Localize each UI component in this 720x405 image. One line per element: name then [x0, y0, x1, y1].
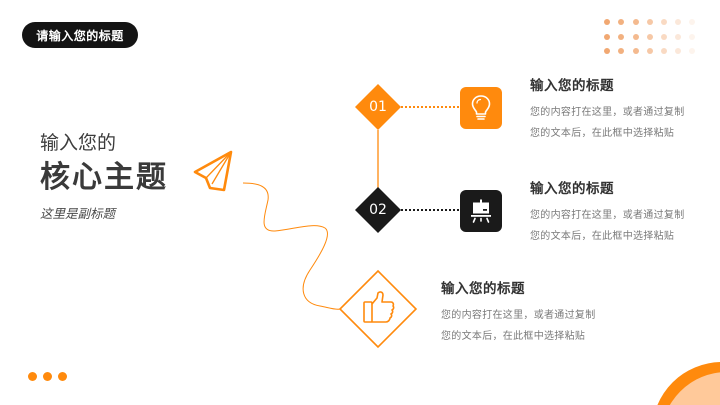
step-02-diamond	[355, 187, 401, 233]
step-01-line-1: 您的内容打在这里，或者通过复制	[530, 107, 685, 118]
step-02-line-2: 您的文本后，在此框中选择粘贴	[530, 231, 675, 242]
grid-dot	[675, 48, 681, 54]
grid-dot	[647, 48, 653, 54]
grid-dot	[633, 34, 639, 40]
step-01-number: 01	[369, 99, 387, 115]
grid-dot	[689, 19, 695, 25]
hero-subtitle: 这里是副标题	[40, 206, 116, 221]
decorative-bottom-dots	[28, 372, 67, 381]
grid-dot	[689, 48, 695, 54]
grid-dot	[661, 48, 667, 54]
thumbs-up-icon	[363, 291, 395, 323]
step-03-line-1: 您的内容打在这里，或者通过复制	[441, 310, 596, 321]
grid-dot	[647, 19, 653, 25]
grid-dot	[604, 34, 610, 40]
grid-dot	[633, 19, 639, 25]
step-01-text-block: 输入您的标题 您的内容打在这里，或者通过复制 您的文本后，在此框中选择粘贴	[530, 74, 685, 139]
grid-dot	[618, 34, 624, 40]
step-02-icon-box	[460, 190, 502, 232]
step-01-diamond	[355, 84, 401, 130]
step-01-icon-box	[460, 87, 502, 129]
hero-pre-title: 输入您的	[40, 132, 117, 154]
paper-plane-icon	[193, 150, 233, 192]
step-03-diamond-outline	[338, 269, 418, 349]
step-02-line-1: 您的内容打在这里，或者通过复制	[530, 210, 685, 221]
grid-dot	[647, 34, 653, 40]
header-pill-title: 请输入您的标题	[22, 22, 138, 48]
grid-dot	[618, 48, 624, 54]
grid-dot	[633, 48, 639, 54]
header-pill-label: 请输入您的标题	[36, 28, 124, 43]
lightbulb-icon	[471, 95, 491, 120]
bottom-dot	[28, 372, 37, 381]
bottom-dot	[58, 372, 67, 381]
grid-dot	[675, 19, 681, 25]
step-02-title: 输入您的标题	[530, 181, 614, 197]
grid-dot	[604, 48, 610, 54]
step-03-text-block: 输入您的标题 您的内容打在这里，或者通过复制 您的文本后，在此框中选择粘贴	[441, 277, 596, 342]
hero-main-title: 核心主题	[40, 160, 168, 195]
grid-dot	[675, 34, 681, 40]
step-02-text-block: 输入您的标题 您的内容打在这里，或者通过复制 您的文本后，在此框中选择粘贴	[530, 177, 685, 242]
step-02-number: 02	[369, 202, 387, 218]
grid-dot	[661, 19, 667, 25]
step-03-line-2: 您的文本后，在此框中选择粘贴	[441, 331, 586, 342]
decorative-dot-grid	[600, 15, 710, 60]
bottom-dot	[43, 372, 52, 381]
grid-dot	[689, 34, 695, 40]
flight-path-curve	[242, 182, 341, 310]
step-03-title: 输入您的标题	[441, 281, 525, 297]
step-01-line-2: 您的文本后，在此框中选择粘贴	[530, 128, 675, 139]
grid-dot	[661, 34, 667, 40]
grid-dot	[604, 19, 610, 25]
easel-icon	[471, 199, 491, 223]
decorative-circle-inner	[669, 372, 720, 405]
step-01-title: 输入您的标题	[530, 78, 614, 94]
grid-dot	[618, 19, 624, 25]
